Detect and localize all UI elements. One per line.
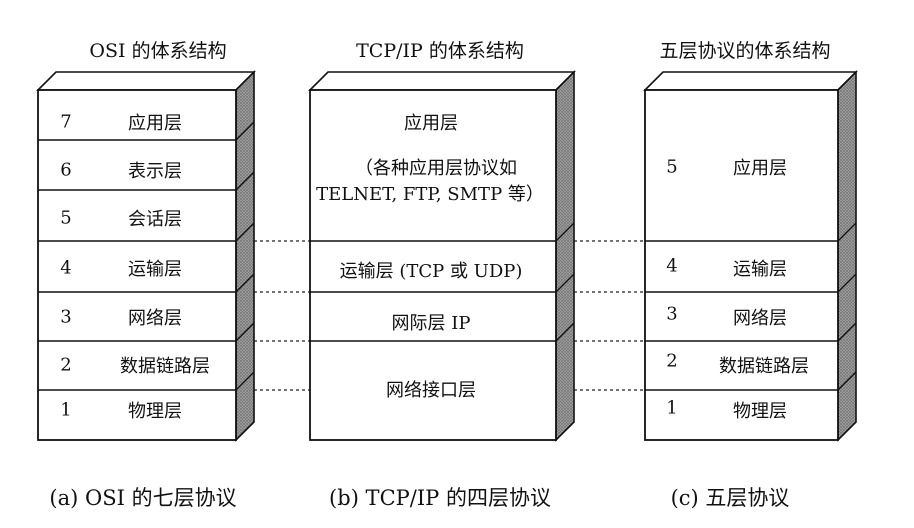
- five-layer-5-label: 应用层: [733, 158, 787, 179]
- five-box: [643, 70, 858, 442]
- five-layer-caption: (c) 五层协议: [670, 486, 790, 510]
- tcpip-side-divider: [555, 322, 575, 342]
- osi-box-side-face: [235, 70, 255, 442]
- five-side-divider: [837, 273, 857, 293]
- five-layer-3-label: 网络层: [733, 308, 787, 329]
- osi-layer-6-label: 表示层: [128, 161, 182, 182]
- tcpip-transport-layer-label: 运输层 (TCP 或 UDP): [339, 261, 523, 282]
- osi-layer-3-label: 网络层: [128, 308, 182, 329]
- tcpip-box: [308, 70, 576, 442]
- five-side-divider: [837, 322, 857, 342]
- five-side-divider: [837, 222, 857, 242]
- five-layer-5-number: 5: [666, 156, 678, 178]
- osi-layer-1-label: 物理层: [128, 401, 182, 422]
- five-box-side-face: [837, 70, 857, 442]
- tcpip-side-divider: [555, 273, 575, 293]
- osi-side-divider: [235, 121, 255, 141]
- osi-side-divider: [235, 273, 255, 293]
- tcpip-internet-layer-label: 网际层 IP: [391, 313, 471, 334]
- osi-layer-6-number: 6: [60, 159, 72, 181]
- osi-box-top-face: [36, 71, 256, 91]
- tcpip-stack-title: TCP/IP 的体系结构: [356, 40, 524, 62]
- osi-layer-2-label: 数据链路层: [120, 356, 210, 377]
- tcpip-box-front-face: [309, 89, 557, 441]
- five-layer-1-number: 1: [666, 397, 678, 419]
- tcpip-box-top-face: [308, 71, 576, 91]
- tcpip-application-layer-label: 应用层: [404, 113, 458, 134]
- osi-layer-1-number: 1: [60, 399, 72, 421]
- osi-layer-4-label: 运输层: [128, 259, 182, 280]
- five-layer-stack-title: 五层协议的体系结构: [659, 40, 831, 62]
- osi-layer-4-number: 4: [60, 257, 72, 279]
- tcpip-side-divider: [555, 222, 575, 242]
- five-layer-4-label: 运输层: [733, 259, 787, 280]
- osi-box: [36, 70, 256, 442]
- osi-side-divider: [235, 322, 255, 342]
- five-layer-2-label: 数据链路层: [719, 356, 809, 377]
- five-box-top-face: [643, 71, 858, 91]
- osi-caption: (a) OSI 的七层协议: [49, 486, 237, 510]
- osi-side-divider: [235, 222, 255, 242]
- tcpip-application-protocols-line1: （各种应用层协议如: [355, 158, 517, 179]
- five-layer-2-number: 2: [666, 350, 678, 372]
- tcpip-network-interface-layer-label: 网络接口层: [386, 380, 476, 401]
- five-layer-4-number: 4: [666, 255, 678, 277]
- tcpip-caption: (b) TCP/IP 的四层协议: [329, 486, 551, 510]
- osi-stack-title: OSI 的体系结构: [89, 40, 227, 62]
- osi-box-front-face: [37, 89, 237, 441]
- tcpip-application-protocols-line2: TELNET, FTP, SMTP 等）: [316, 184, 544, 205]
- osi-layer-5-number: 5: [60, 207, 72, 229]
- osi-layer-2-number: 2: [60, 354, 72, 376]
- five-layer-1-label: 物理层: [733, 401, 787, 422]
- osi-layer-7-label: 应用层: [128, 113, 182, 134]
- osi-side-divider: [235, 171, 255, 191]
- osi-side-divider: [235, 371, 255, 391]
- tcpip-box-side-face: [555, 70, 575, 442]
- osi-layer-3-number: 3: [60, 306, 72, 328]
- five-layer-3-number: 3: [666, 303, 678, 325]
- osi-layer-5-label: 会话层: [128, 209, 182, 230]
- five-box-front-face: [644, 89, 839, 441]
- osi-layer-7-number: 7: [60, 111, 72, 133]
- five-side-divider: [837, 371, 857, 391]
